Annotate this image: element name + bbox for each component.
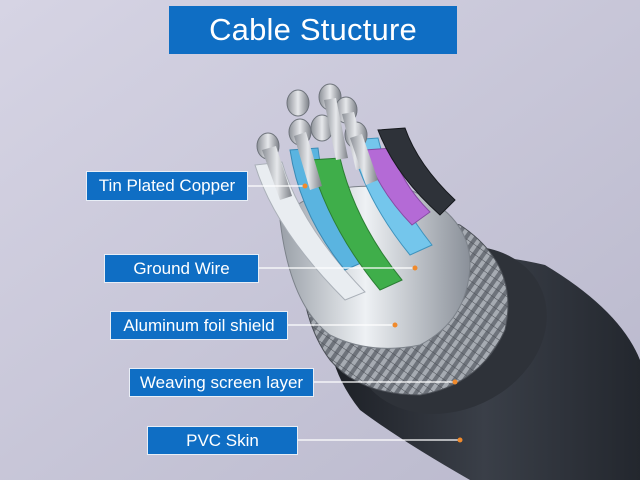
label-pvc-skin: PVC Skin (147, 426, 298, 455)
wire-dark (377, 127, 456, 216)
label-ground-wire: Ground Wire (104, 254, 259, 283)
diagram-title: Cable Stucture (169, 6, 457, 54)
tin-plated-copper-strands (256, 83, 378, 200)
label-tin-plated-copper: Tin Plated Copper (86, 171, 248, 201)
leader-lines (248, 185, 460, 441)
label-weaving-screen-layer: Weaving screen layer (129, 368, 314, 397)
pointer-dots (302, 183, 463, 443)
wire-green (309, 157, 403, 291)
label-aluminum-foil-shield: Aluminum foil shield (110, 311, 288, 340)
